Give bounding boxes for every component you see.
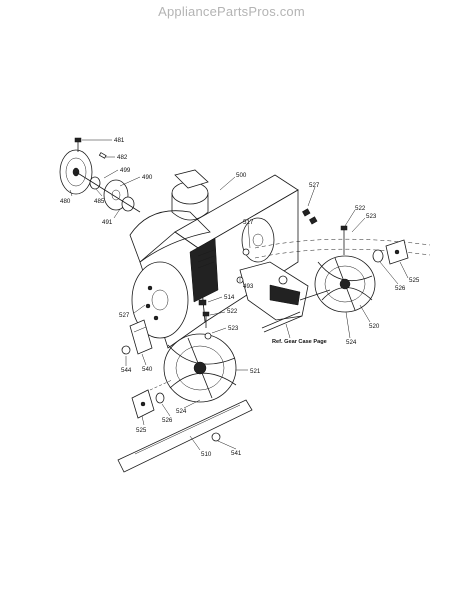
part-label-510: 510 bbox=[201, 451, 212, 458]
part-label-500: 500 bbox=[236, 172, 247, 179]
part-label-544: 544 bbox=[121, 367, 132, 374]
part-label-522-lower: 522 bbox=[227, 308, 238, 315]
part-label-481: 481 bbox=[114, 137, 125, 144]
part-label-523-lower: 523 bbox=[228, 325, 239, 332]
scraper-bar bbox=[117, 399, 253, 473]
part-label-520: 520 bbox=[369, 323, 380, 330]
left-auger bbox=[149, 333, 237, 403]
part-label-526-right: 526 bbox=[395, 285, 406, 292]
part-label-527-left: 527 bbox=[119, 312, 130, 319]
right-auger bbox=[314, 255, 376, 313]
part-label-517: 517 bbox=[243, 219, 254, 226]
left-bearing-parts bbox=[121, 319, 165, 419]
part-label-524-right: 524 bbox=[346, 339, 357, 346]
right-shaft-assembly bbox=[254, 225, 431, 265]
part-label-521: 521 bbox=[250, 368, 261, 375]
part-label-482: 482 bbox=[117, 154, 128, 161]
part-label-541: 541 bbox=[231, 450, 242, 457]
part-label-540: 540 bbox=[142, 366, 153, 373]
part-label-480: 480 bbox=[60, 198, 71, 205]
part-label-525-left: 525 bbox=[136, 427, 147, 434]
part-label-523-top: 523 bbox=[366, 213, 377, 220]
part-label-527-top: 527 bbox=[309, 182, 320, 189]
part-label-524-left: 524 bbox=[176, 408, 187, 415]
part-label-499: 499 bbox=[120, 167, 131, 174]
gear-case bbox=[239, 261, 331, 333]
part-label-491: 491 bbox=[102, 219, 113, 226]
part-label-514: 514 bbox=[224, 294, 235, 301]
auger-housing bbox=[129, 169, 299, 349]
gear-case-reference-note: Ref. Gear Case Page bbox=[272, 339, 327, 345]
pulley-assembly bbox=[59, 137, 141, 213]
leader-lines bbox=[69, 139, 409, 451]
part-label-493: 493 bbox=[243, 283, 254, 290]
part-label-485: 485 bbox=[94, 198, 105, 205]
part-label-522-top: 522 bbox=[355, 205, 366, 212]
part-label-526-left: 526 bbox=[162, 417, 173, 424]
part-labels: 481 482 499 490 480 485 491 500 527 517 … bbox=[60, 137, 420, 458]
part-label-490: 490 bbox=[142, 174, 153, 181]
part-label-525-right: 525 bbox=[409, 277, 420, 284]
watermark-text: AppliancePartsPros.com bbox=[158, 4, 305, 19]
